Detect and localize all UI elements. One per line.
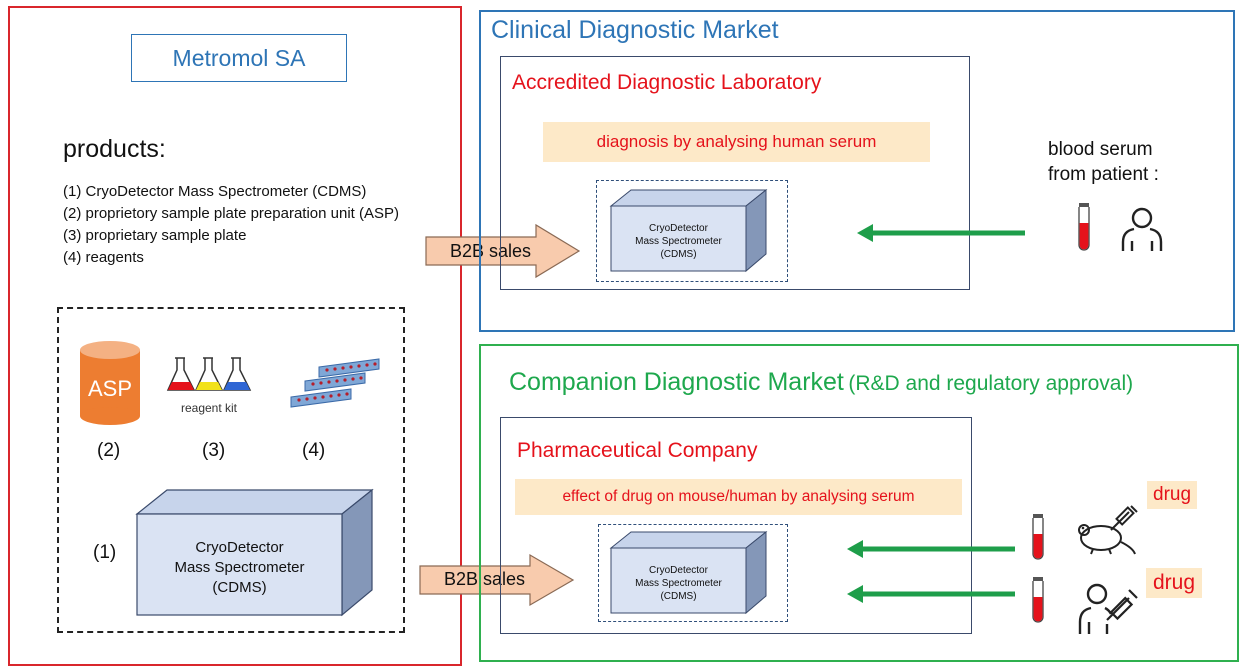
- cdms-clinical-line: (CDMS): [660, 249, 697, 260]
- human-blood-tube-icon: [1032, 577, 1044, 623]
- blood-tube-icon: [1078, 203, 1090, 251]
- product-list: (1) CryoDetector Mass Spectrometer (CDMS…: [63, 181, 453, 269]
- cdms-device-large: [135, 488, 374, 617]
- pharma-company-title: Pharmaceutical Company: [517, 439, 758, 462]
- clinical-market-panel: [479, 10, 1235, 332]
- plate-layer: [290, 358, 380, 408]
- companion-cdms-frame: [598, 524, 788, 622]
- product-kit-box: [57, 307, 405, 633]
- mouse-injection-icon: [1078, 505, 1138, 555]
- human-sample-arrow: [847, 585, 1015, 603]
- patient-icon: [1121, 207, 1163, 251]
- companion-market-subtitle: (R&D and regulatory approval): [848, 372, 1134, 395]
- cdms-clinical-line: Mass Spectrometer: [635, 236, 722, 247]
- company-name: Metromol SA: [172, 44, 306, 71]
- drug-label-human: drug: [1146, 568, 1203, 598]
- reagent-kit-icon: reagent kit: [166, 357, 252, 415]
- product-item: (4) reagents: [63, 249, 144, 266]
- clinical-sample-arrow: [857, 224, 1025, 242]
- asp-label: ASP: [88, 376, 132, 401]
- cdms-large-line: (CDMS): [212, 579, 267, 596]
- product-item: (3) proprietary sample plate: [63, 227, 247, 244]
- item-number-3: (3): [202, 440, 226, 461]
- clinical-cdms-frame: [596, 180, 788, 282]
- serum-label-line: from patient :: [1048, 164, 1159, 185]
- plate-wells: [297, 362, 377, 402]
- cdms-large-line: Mass Spectrometer: [174, 559, 305, 576]
- drug-label-mouse: drug: [1147, 481, 1198, 509]
- human-injection-icon: [1078, 583, 1138, 634]
- clinical-market-title: Clinical Diagnostic Market: [491, 16, 779, 44]
- mouse-sample-arrow: [847, 540, 1015, 558]
- cdms-device-clinical: [609, 188, 768, 273]
- sample-plate-icon: [290, 358, 380, 408]
- b2b-sales-arrow-bottom: [419, 553, 575, 607]
- companion-task-banner: effect of drug on mouse/human by analysi…: [515, 479, 962, 515]
- blue-flask-icon: [222, 357, 252, 391]
- cdms-companion-line: (CDMS): [660, 591, 697, 602]
- product-item: (1) CryoDetector Mass Spectrometer (CDMS…: [63, 183, 367, 200]
- item-number-4: (4): [302, 440, 326, 461]
- b2b-sales-label-bottom: B2B sales: [444, 569, 526, 589]
- pharma-company-box: [500, 417, 972, 634]
- red-flask-icon: [166, 357, 196, 391]
- product-item: (2) proprietory sample plate preparation…: [63, 205, 399, 222]
- company-name-box: Metromol SA: [131, 34, 347, 82]
- cdms-companion-line: CryoDetector: [649, 565, 708, 576]
- clinical-task-banner: diagnosis by analysing human serum: [543, 122, 930, 162]
- cdms-clinical-label: CryoDetector Mass Spectrometer (CDMS): [611, 222, 746, 261]
- companion-market-name: Companion Diagnostic Market: [509, 368, 844, 396]
- b2b-sales-label-top: B2B sales: [450, 241, 532, 261]
- companion-market-panel: [479, 344, 1239, 662]
- companion-market-title: Companion Diagnostic Market (R&D and reg…: [509, 368, 1133, 397]
- cdms-companion-line: Mass Spectrometer: [635, 578, 722, 589]
- serum-label-line: blood serum: [1048, 139, 1153, 160]
- reagent-kit-label: reagent kit: [181, 401, 238, 415]
- item-number-2: (2): [97, 440, 121, 461]
- metromol-panel: [8, 6, 462, 666]
- serum-label: blood serum from patient :: [1048, 137, 1159, 187]
- cdms-device-companion: [609, 530, 768, 615]
- item-number-1: (1): [93, 542, 117, 563]
- diagnostic-lab-title: Accredited Diagnostic Laboratory: [512, 71, 822, 94]
- cdms-companion-label: CryoDetector Mass Spectrometer (CDMS): [611, 564, 746, 603]
- diagnostic-lab-box: [500, 56, 970, 290]
- cdms-clinical-line: CryoDetector: [649, 223, 708, 234]
- b2b-sales-arrow-top: [425, 223, 581, 279]
- cdms-large-label: CryoDetector Mass Spectrometer (CDMS): [137, 538, 342, 598]
- yellow-flask-icon: [194, 357, 224, 391]
- products-heading: products:: [63, 135, 166, 163]
- cdms-large-line: CryoDetector: [195, 539, 284, 556]
- asp-cylinder-icon: ASP: [80, 341, 140, 425]
- mouse-blood-tube-icon: [1032, 514, 1044, 560]
